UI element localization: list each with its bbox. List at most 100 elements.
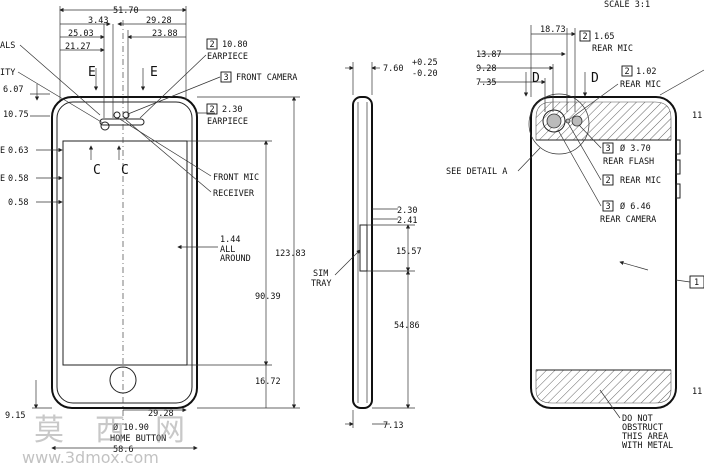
around-label: AROUND	[220, 254, 251, 264]
dim-16-72: 16.72	[255, 377, 281, 387]
dim-0-63: 0.63	[8, 146, 28, 156]
dim-2-41: 2.41	[397, 216, 417, 226]
sim-tray-label-2: TRAY	[311, 279, 331, 289]
dim-0-58: 0.58	[8, 174, 28, 184]
dim-29-28: 29.28	[146, 16, 172, 26]
section-d-left: D	[532, 71, 540, 86]
callout-flash-lbl: REAR FLASH	[603, 157, 654, 167]
dim-90-39: 90.39	[255, 292, 281, 302]
sim-tray-slot	[359, 224, 368, 272]
obstruct-line-3: THIS AREA	[622, 432, 668, 442]
callout-front-mic: FRONT MIC	[213, 173, 259, 183]
edge-dim-11-top: 11.	[692, 111, 704, 121]
dim-7-13: 7.13	[383, 421, 403, 431]
front-earpiece-slot	[99, 118, 145, 126]
rear-camera-lens	[546, 113, 562, 129]
edge-dim-11-bottom: 11.	[692, 387, 704, 397]
callout-earpiece2-num: 2	[210, 105, 215, 115]
rear-mic-hole	[565, 118, 571, 124]
dim-123-83: 123.83	[275, 249, 306, 259]
cut-label-ity: ITY	[0, 68, 15, 78]
dim-15-57: 15.57	[396, 247, 422, 257]
front-view: 51.70 3.43 29.28 25.03 23.88 21.27 E E C…	[0, 6, 306, 455]
dim-23-88: 23.88	[152, 29, 178, 39]
dim-3-43: 3.43	[88, 16, 108, 26]
callout-camera-val: Ø 6.46	[620, 201, 651, 212]
callout-rear-mic-top-lbl: REAR MIC	[592, 44, 633, 54]
rear-flash	[571, 115, 583, 127]
callout-front-camera-num: 3	[224, 73, 229, 83]
side-view: 7.60 +0.25 -0.20 2.30 2.41 15.57 54.86 S…	[311, 58, 438, 431]
callout-earpiece2-val: 2.30	[222, 105, 242, 115]
tol-plus: +0.25	[412, 58, 438, 68]
watermark: 莫 西 网 www.3dmox.com	[22, 413, 185, 467]
cut-label-als: ALS	[0, 41, 15, 51]
obstruct-line-1: DO NOT	[622, 414, 653, 424]
front-camera-hole	[100, 121, 110, 131]
see-detail-a: SEE DETAIL A	[446, 167, 507, 177]
dim-7-60: 7.60	[383, 64, 403, 74]
dim-21-27: 21.27	[65, 42, 91, 52]
detail-a-circle	[528, 93, 590, 155]
edge-dim-1: 1	[694, 278, 699, 288]
section-c-left: C	[93, 163, 101, 178]
front-sensor-hole	[113, 111, 121, 119]
dim-25-03: 25.03	[68, 29, 94, 39]
callout-rear-mic3-lbl: REAR MIC	[620, 176, 661, 186]
callout-front-camera-lbl: FRONT CAMERA	[236, 73, 297, 83]
callout-earpiece2-lbl: EARPIECE	[207, 117, 248, 127]
tol-minus: -0.20	[412, 69, 438, 79]
dim-6-07: 6.07	[3, 85, 23, 95]
dim-54-86: 54.86	[394, 321, 420, 331]
callout-rear-mic2-val: 1.02	[636, 67, 656, 77]
dim-home-dia: Ø 10.90	[113, 422, 149, 433]
callout-flash-val: Ø 3.70	[620, 143, 651, 154]
callout-earpiece-num: 2	[210, 40, 215, 50]
front-inner-outline	[56, 101, 193, 404]
dim-51-70: 51.70	[113, 6, 139, 16]
callout-rear-mic2-lbl: REAR MIC	[620, 80, 661, 90]
callout-camera-lbl: REAR CAMERA	[600, 215, 656, 225]
callout-rear-mic3-num: 2	[606, 176, 611, 186]
front-screen	[62, 140, 188, 366]
callout-rear-mic-top-num: 2	[583, 32, 588, 42]
callout-camera-num: 3	[606, 202, 611, 212]
dim-10-75: 10.75	[3, 110, 29, 120]
section-d-right: D	[591, 71, 599, 86]
callout-flash-num: 3	[606, 144, 611, 154]
section-e-left: E	[88, 65, 96, 80]
callout-earpiece-val: 10.80	[222, 40, 248, 50]
dim-13-87: 13.87	[476, 50, 502, 60]
scale-label: SCALE 3:1	[604, 0, 650, 10]
dim-9-15: 9.15	[5, 411, 25, 421]
front-outline	[51, 96, 198, 409]
side-outline	[352, 96, 373, 409]
dim-0-58-b: 0.58	[8, 198, 28, 208]
callout-rear-mic2-num: 2	[625, 67, 630, 77]
back-bottom-hatch	[535, 369, 672, 404]
sim-tray-label-1: SIM	[313, 269, 328, 279]
callout-rear-mic-top-val: 1.65	[594, 32, 614, 42]
watermark-char-2: 西	[95, 413, 125, 448]
dim-9-28: 9.28	[476, 64, 496, 74]
callout-earpiece-lbl: EARPIECE	[207, 52, 248, 62]
back-outline	[530, 96, 677, 409]
section-c-right: C	[121, 163, 129, 178]
watermark-char-1: 莫	[34, 413, 64, 448]
dim-18-73: 18.73	[540, 25, 566, 35]
obstruct-line-4: WITH METAL	[622, 441, 673, 451]
back-view: 18.73 13.87 9.28 7.35 D D 2 1.65 REAR MI…	[446, 25, 704, 451]
section-e-right: E	[150, 65, 158, 80]
dim-29-28-bottom: 29.28	[148, 409, 174, 419]
obstruct-line-2: OBSTRUCT	[622, 423, 663, 433]
cut-label-front-e2: E	[0, 174, 5, 184]
all-label: ALL	[220, 245, 235, 255]
rear-camera-ring	[542, 109, 566, 133]
watermark-url: www.3dmox.com	[22, 448, 159, 467]
home-button-label: HOME BUTTON	[110, 434, 166, 444]
dim-7-35: 7.35	[476, 78, 496, 88]
cut-label-front-e: E	[0, 146, 5, 156]
watermark-char-3: 网	[155, 413, 185, 448]
